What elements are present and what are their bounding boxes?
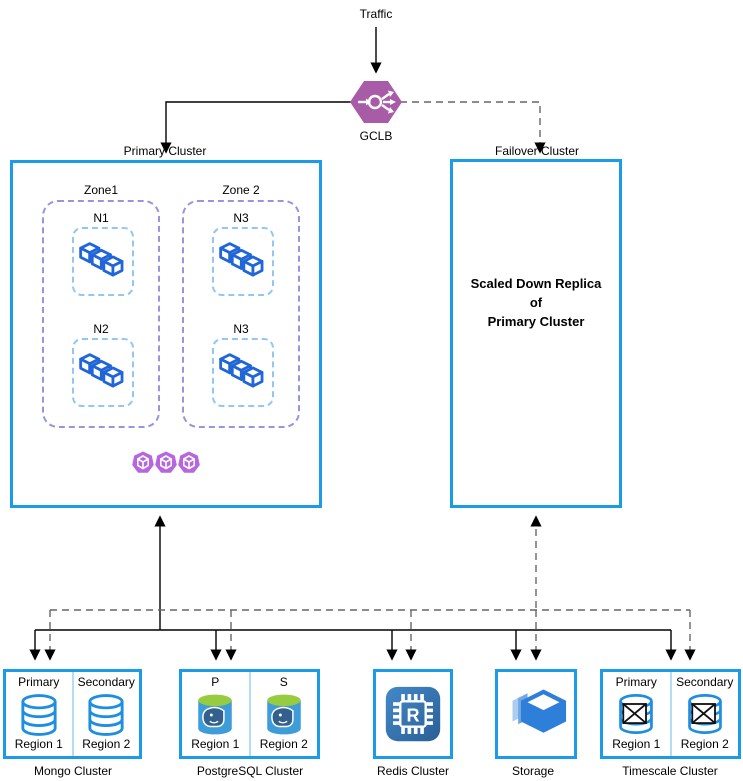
timescale-left-role: Primary [615,675,657,689]
workload-cubes-icon [219,242,264,277]
zone2-label: Zone 2 [222,183,260,197]
node-label: N2 [93,322,109,336]
postgresql-database-icon [198,694,233,735]
zone2-box: N3 N3 [182,200,300,428]
storage-label: Storage [511,764,555,778]
node-label: N1 [93,211,109,225]
postgresql-cluster-label: PostgreSQL Cluster [196,764,304,778]
mongo-left-role: Primary [18,675,60,689]
mongo-cluster-box: Primary Region 1 Secondary [3,669,142,759]
storage-box [495,669,577,759]
mongodb-database-icon [21,694,57,736]
node-box-n1 [72,227,134,296]
postgres-left-role: P [211,675,220,689]
pods-icon [132,451,200,473]
primary-cluster-label: Primary Cluster [123,144,207,158]
failover-description-line: Primary Cluster [487,314,585,329]
postgres-left-region: Region 1 [191,737,240,751]
timescale-right-region: Region 2 [680,737,729,751]
mongo-left-region: Region 1 [14,737,63,751]
storage-cell [498,672,574,756]
failover-description: Scaled Down Replica of Primary Cluster [453,274,619,331]
redis-cluster-box: R [373,669,453,759]
postgresql-database-icon [266,694,301,735]
gclb-label: GCLB [359,129,393,143]
timescale-right-role: Secondary [676,675,734,689]
timescale-secondary-cell: Secondary Region 2 [669,672,739,756]
postgres-secondary-cell: S Region 2 [248,672,318,756]
workload-cubes-icon [79,353,124,388]
postgres-right-region: Region 2 [259,737,308,751]
failover-description-line: Scaled Down Replica [470,276,602,291]
zone1-box: N1 N2 [42,200,160,428]
traffic-label: Traffic [359,7,393,21]
postgres-primary-cell: P Region 1 [182,672,249,756]
timescale-cluster-box: Primary Region 1 Secondary [600,669,741,759]
node-box-n3a [212,227,274,296]
gclb-to-failover-link [400,101,546,154]
failover-description-line: of [529,295,543,310]
redis-cluster-label: Redis Cluster [376,764,450,778]
gclb-load-balancer-icon [350,81,402,123]
timescale-left-region: Region 1 [612,737,661,751]
timescale-database-icon [619,694,654,734]
postgresql-cluster-box: P Region 1 S Region 2 [179,669,320,759]
workload-cubes-icon [219,353,264,388]
zone1-label: Zone1 [83,183,119,197]
workload-cubes-icon [79,242,124,277]
redis-chip-icon: R [385,686,441,742]
mongo-right-region: Region 2 [82,737,131,751]
gclb-to-primary-link [160,101,352,154]
node-box-n3b [212,338,274,407]
mongo-secondary-cell: Secondary Region 2 [71,672,140,756]
redis-letter: R [406,705,419,725]
mongo-primary-cell: Primary Region 1 [6,672,72,756]
failover-cluster-box: Scaled Down Replica of Primary Cluster [450,159,622,508]
timescale-database-icon [687,694,722,734]
node-label: N3 [233,322,249,336]
failover-cluster-label: Failover Cluster [494,144,580,158]
mongo-cluster-label: Mongo Cluster [33,764,113,778]
node-label: N3 [233,211,249,225]
timescale-primary-cell: Primary Region 1 [603,672,670,756]
redis-cell: R [376,672,450,756]
primary-cluster-box: Zone1 N1 N2 [10,160,322,508]
mongo-right-role: Secondary [77,675,135,689]
node-box-n2 [72,338,134,407]
storage-bucket-icon [512,689,567,733]
mongodb-database-icon [88,694,124,736]
timescale-cluster-label: Timescale Cluster [622,764,718,778]
postgres-right-role: S [279,675,288,689]
